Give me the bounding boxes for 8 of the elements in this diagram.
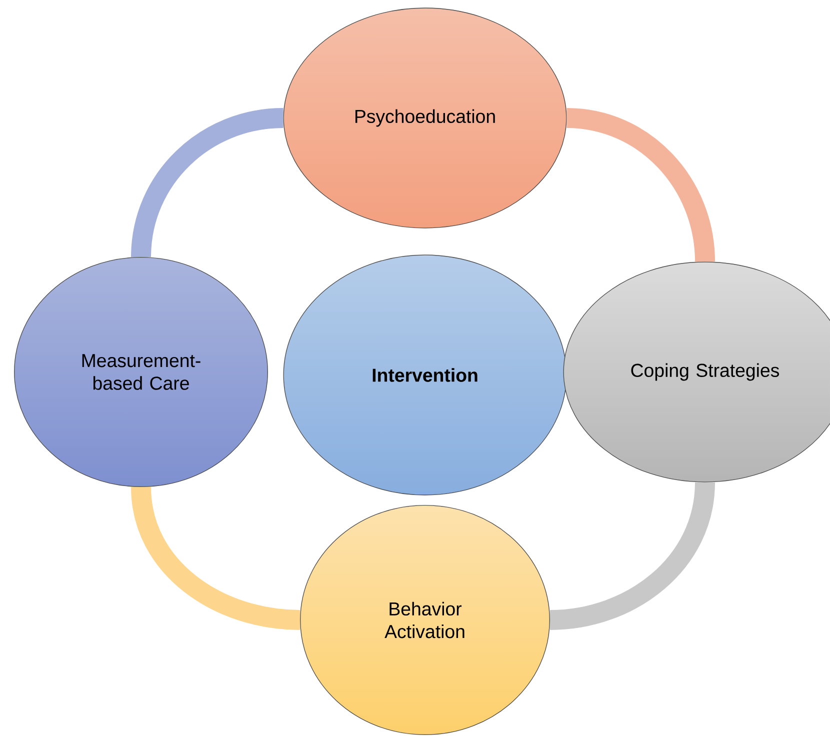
circle-node: Measurement-based Care (14, 257, 268, 487)
ring-band (131, 486, 301, 630)
ring-band (549, 482, 715, 630)
ring-band (131, 108, 284, 258)
circle-node: Behavior Activation (300, 505, 550, 735)
ring-band (566, 108, 715, 262)
circle-node: Psychoeducation (283, 8, 567, 228)
circle-node: Intervention (283, 254, 567, 496)
